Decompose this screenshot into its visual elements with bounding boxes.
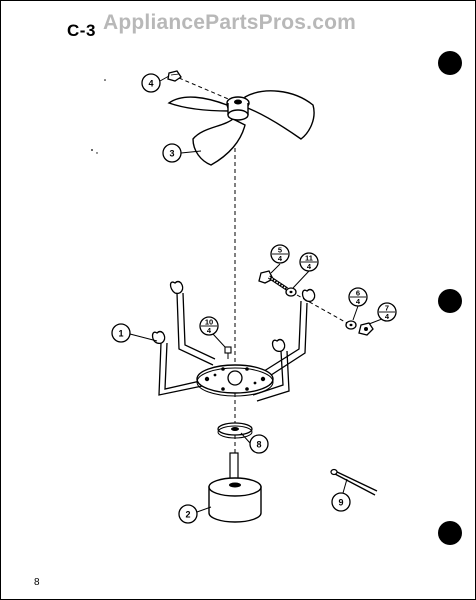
svg-text:5: 5 xyxy=(278,246,282,255)
svg-text:8: 8 xyxy=(256,440,261,450)
plate-screw-drawing xyxy=(224,346,232,359)
fan-motor-drawing xyxy=(208,452,262,523)
callout-9: 9 xyxy=(331,492,351,512)
svg-text:2: 2 xyxy=(185,510,190,520)
svg-text:3: 3 xyxy=(169,149,174,159)
motor-spacer-drawing xyxy=(217,422,253,439)
svg-text:4: 4 xyxy=(356,297,361,306)
svg-text:4: 4 xyxy=(148,79,153,89)
fan-bracket-drawing xyxy=(151,280,316,402)
svg-text:4: 4 xyxy=(207,326,212,335)
section-label: C-3 xyxy=(67,21,96,40)
svg-text:10: 10 xyxy=(205,318,213,327)
svg-text:4: 4 xyxy=(307,262,312,271)
svg-text:11: 11 xyxy=(305,254,313,263)
svg-text:6: 6 xyxy=(356,289,360,298)
watermark: AppliancePartsPros.com xyxy=(103,11,356,34)
svg-text:1: 1 xyxy=(118,329,123,339)
mounting-plate-drawing xyxy=(196,364,274,397)
svg-text:4: 4 xyxy=(385,312,390,321)
callout-2: 2 xyxy=(178,504,198,524)
fan-blade-drawing xyxy=(167,90,315,166)
page-number: 8 xyxy=(34,577,40,588)
svg-text:9: 9 xyxy=(338,498,343,508)
leader-lines xyxy=(129,75,383,513)
callout-11-qty-4: 11 4 xyxy=(299,252,319,272)
svg-text:7: 7 xyxy=(385,304,389,313)
callout-10-qty-4: 10 4 xyxy=(199,316,219,336)
callout-4: 4 xyxy=(141,73,161,93)
cotter-pin-drawing xyxy=(330,468,378,496)
callout-8: 8 xyxy=(249,434,269,454)
binder-hole-top xyxy=(438,51,462,75)
binder-hole-middle xyxy=(438,289,462,313)
callout-1: 1 xyxy=(111,323,131,343)
callout-6-qty-4: 6 4 xyxy=(348,287,368,307)
callout-5-qty-4: 5 4 xyxy=(270,244,290,264)
bolt-hardware-drawing xyxy=(258,270,348,324)
callout-3: 3 xyxy=(162,143,182,163)
svg-text:4: 4 xyxy=(278,254,283,263)
binder-hole-bottom xyxy=(438,521,462,545)
callout-7-qty-4: 7 4 xyxy=(377,302,397,322)
print-specks xyxy=(91,79,106,154)
nut-washer-drawing xyxy=(345,320,374,336)
blade-nut-drawing xyxy=(167,70,234,102)
